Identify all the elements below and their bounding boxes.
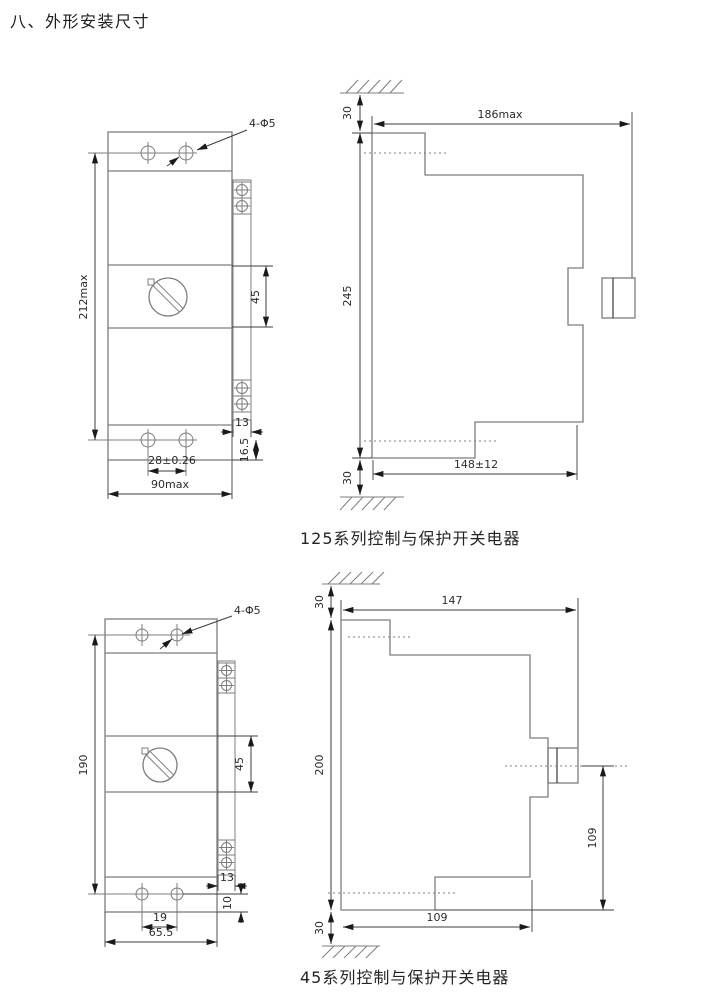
terminal-screw-icon <box>234 182 250 412</box>
rotary-handle <box>147 277 188 317</box>
wall-hatch-bottom-icon <box>321 945 380 959</box>
terminal-screw-icon <box>219 663 234 870</box>
dim-overall-depth <box>371 112 633 278</box>
dim-top-clearance-label: 30 <box>313 595 326 609</box>
dim-overall-width-label: 65.5 <box>149 926 174 939</box>
dim-overall-depth-label: 186max <box>478 108 523 121</box>
drawing-125-side-view: 30 30 186max 245 148±12 <box>339 79 636 511</box>
wall-hatch-top-icon <box>340 79 404 94</box>
dim-hole-spacing-label: 19 <box>153 911 167 924</box>
dim-overall-height-label: 212max <box>77 274 90 319</box>
hole-diameter-leader <box>166 129 248 167</box>
body-profile <box>328 619 628 911</box>
body-profile <box>364 132 636 459</box>
wall-hatch-top-icon <box>322 571 385 585</box>
terminal-rail <box>232 179 252 421</box>
dim-handle-section <box>232 265 273 328</box>
dim-top-clearance-label: 30 <box>341 106 354 120</box>
figure-caption-125: 125系列控制与保护开关电器 <box>300 529 521 548</box>
rotary-handle <box>141 747 178 783</box>
dim-bottom-clearance-label: 30 <box>341 471 354 485</box>
dim-overall-width-label: 90max <box>151 478 189 491</box>
dim-lower-depth <box>342 880 533 932</box>
dim-terminal-width-label: 13 <box>235 416 249 429</box>
page-title: 八、外形安装尺寸 <box>10 12 151 31</box>
dim-terminal-width <box>221 420 263 437</box>
figure-caption-45: 45系列控制与保护开关电器 <box>300 968 510 987</box>
wall-hatch-bottom-icon <box>339 496 404 511</box>
dim-hole-spacing-label: 28±0.26 <box>148 454 196 467</box>
dim-overall-width <box>107 460 233 499</box>
mounting-holes-top <box>88 142 197 164</box>
dim-lower-depth-label: 109 <box>427 911 448 924</box>
dim-handle-section-label: 45 <box>233 757 246 771</box>
dim-overall-height <box>352 132 372 459</box>
terminal-rail <box>217 660 236 876</box>
mounting-holes-top <box>88 624 190 646</box>
dim-overall-height-label: 245 <box>341 286 354 307</box>
hole-diameter-leader <box>159 615 233 650</box>
mounting-holes-bottom <box>88 429 197 476</box>
dim-terminal-width-label: 13 <box>220 871 234 884</box>
drawing-45-front-view: 4-Φ5 <box>77 604 261 947</box>
dim-overall-depth <box>340 598 579 748</box>
dim-overall-height-label: 190 <box>77 755 90 776</box>
handle-knob <box>547 747 579 784</box>
dim-foot-height-label: 10 <box>221 896 234 910</box>
drawing-125-front-view: 4-Φ5 <box>77 117 276 499</box>
drawing-45-side-view: 30 147 200 109 109 <box>313 571 628 959</box>
dim-overall-height-label: 200 <box>313 755 326 776</box>
dim-overall-depth-label: 147 <box>442 594 463 607</box>
dim-handle-section-label: 45 <box>249 290 262 304</box>
dim-handle-center-height-label: 109 <box>586 828 599 849</box>
dim-handle-center-height <box>435 765 614 911</box>
body-outline <box>107 131 233 461</box>
dim-foot-height-label: 16.5 <box>238 438 251 463</box>
dim-handle-section <box>217 735 258 793</box>
dim-foot-height <box>183 883 248 923</box>
handle-knob <box>601 277 636 319</box>
dim-holes-label: 4-Φ5 <box>249 117 276 130</box>
dim-lower-depth-label: 148±12 <box>454 458 498 471</box>
dim-bottom-clearance-label: 30 <box>313 921 326 935</box>
dim-lower-depth <box>372 425 578 480</box>
mounting-holes-bottom <box>88 883 190 931</box>
dim-holes-label: 4-Φ5 <box>234 604 261 617</box>
dim-foot-height <box>232 439 263 461</box>
body-outline <box>104 618 218 913</box>
dim-overall-width <box>104 912 218 947</box>
